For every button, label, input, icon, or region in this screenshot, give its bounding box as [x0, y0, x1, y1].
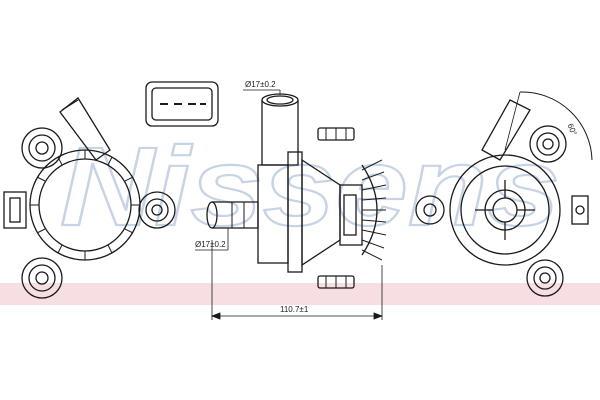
outlet-diameter-label: Ø17±0.2: [245, 80, 276, 89]
watermark-text: Nissens: [60, 124, 560, 249]
watermark-band: [0, 283, 600, 305]
electrical-connector: [145, 81, 219, 127]
angle-label: 60°: [566, 122, 579, 137]
side-view-ribs: [361, 159, 387, 261]
front-view-teeth: [30, 150, 140, 260]
overall-length-label: 110.7±1: [280, 305, 309, 314]
inlet-diameter-label: Ø17±0.2: [195, 240, 226, 249]
watermark: Nissens: [0, 123, 600, 305]
rear-view: [415, 91, 593, 297]
dimension-lines: [195, 89, 384, 320]
side-view: [206, 93, 387, 289]
front-view: [3, 97, 176, 299]
